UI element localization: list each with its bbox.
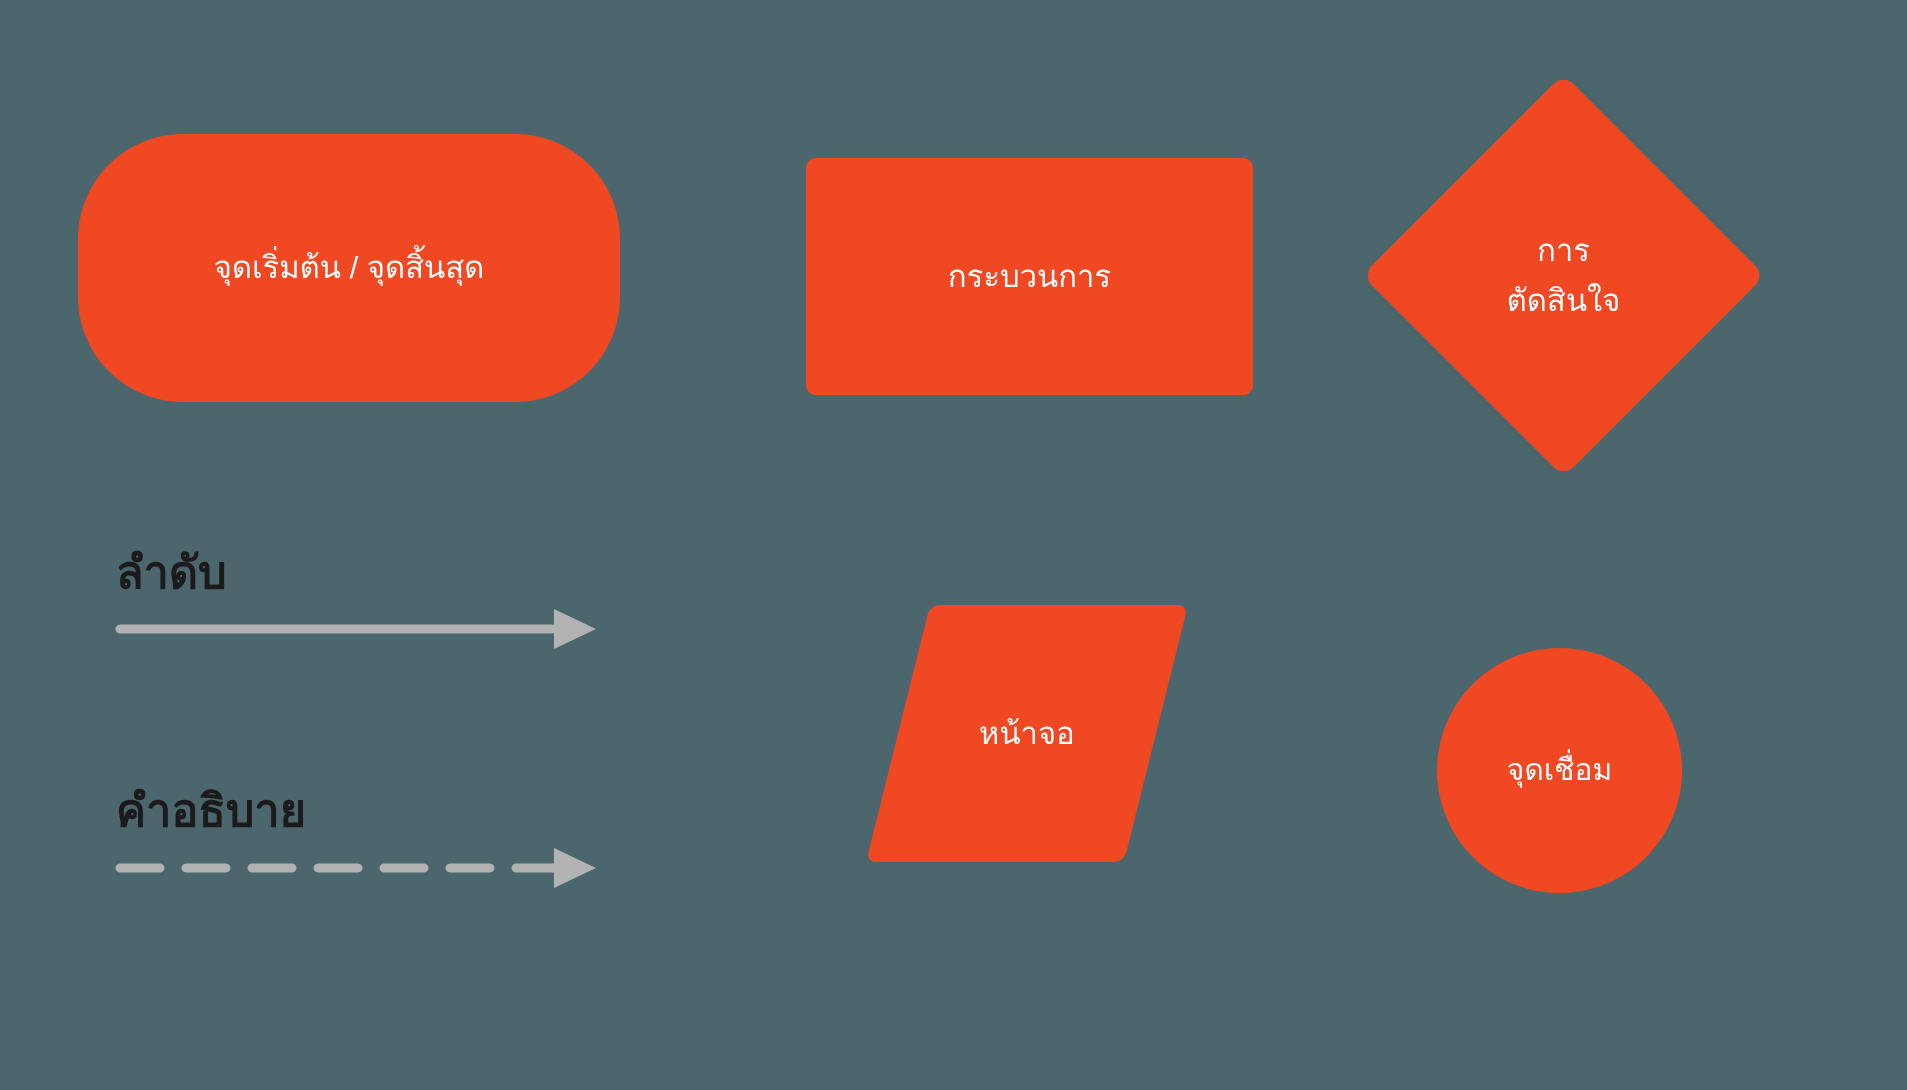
display-shape: หน้าจอ — [865, 605, 1189, 862]
decision-inner: การ ตัดสินใจ — [1421, 133, 1706, 418]
decision-shape: การ ตัดสินใจ — [1361, 73, 1766, 478]
display-label: หน้าจอ — [979, 715, 1075, 751]
process-shape: กระบวนการ — [806, 158, 1253, 395]
decision-label-line2: ตัดสินใจ — [1506, 282, 1621, 318]
connector-shape: จุดเชื่อม — [1437, 648, 1682, 893]
terminator-shape: จุดเริ่มต้น / จุดสิ้นสุด — [78, 134, 620, 402]
solid-arrow-head-icon — [554, 609, 596, 649]
connector-label: จุดเชื่อม — [1506, 753, 1613, 787]
description-dashed-arrow — [115, 848, 596, 888]
process-label: กระบวนการ — [947, 258, 1112, 294]
description-arrow-label: คำอธิบาย — [116, 785, 307, 836]
terminator-label: จุดเริ่มต้น / จุดสิ้นสุด — [213, 250, 485, 286]
decision-label-line1: การ — [1537, 232, 1590, 268]
dashed-arrow-head-icon — [554, 848, 596, 888]
sequence-solid-arrow — [115, 609, 596, 649]
sequence-arrow-label: ลำดับ — [116, 547, 227, 598]
